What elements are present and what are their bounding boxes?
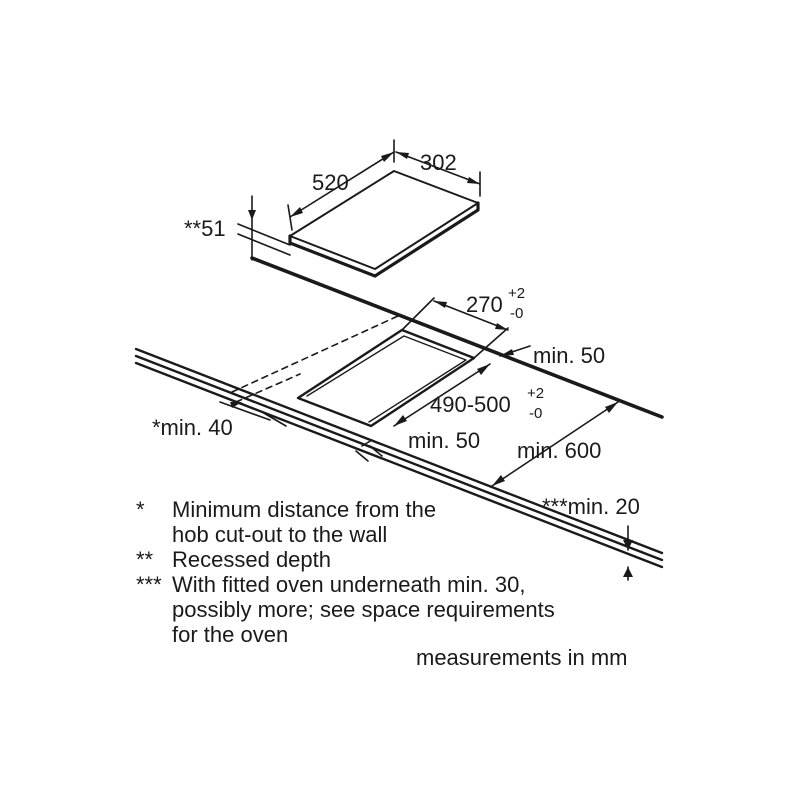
note-3-line-2: possibly more; see space requirements — [172, 597, 555, 622]
arrowhead-302-left — [396, 152, 409, 159]
worktop-back-edge — [250, 256, 664, 419]
label-cutout-width-tol-minus: -0 — [510, 305, 523, 322]
note-1-line-2: hob cut-out to the wall — [172, 522, 388, 547]
arrowhead-thickness-top — [623, 540, 633, 550]
label-front-gap: min. 50 — [408, 428, 480, 453]
recess-ext-bottom — [237, 233, 291, 256]
note-1-line-1: Minimum distance from the — [172, 497, 437, 522]
label-hob-depth: 520 — [312, 170, 349, 195]
dim-520-ext-left — [287, 204, 293, 231]
arrowhead-wall-gap — [230, 402, 242, 408]
label-cutout-depth: 490-500 — [430, 392, 511, 417]
dim-front-gap-line — [361, 439, 373, 447]
arrowhead-490-bottom — [394, 415, 407, 426]
dim-wall-gap-tick — [261, 411, 287, 427]
dim-270-ext-left — [401, 297, 435, 331]
label-hob-width: 302 — [420, 150, 457, 175]
note-3-line-1: With fitted oven underneath min. 30, — [172, 572, 526, 597]
note-3-line-3: for the oven — [172, 622, 289, 647]
arrowhead-520-right — [381, 152, 394, 162]
dim-wall-gap-line — [219, 401, 271, 421]
note-marker-3: *** — [136, 572, 162, 597]
dim-side-gap-line — [491, 401, 619, 487]
worktop-front-edge-bottom — [134, 354, 664, 562]
note-marker-2: ** — [136, 547, 154, 572]
worktop-front-edge-lower — [134, 361, 664, 569]
dim-520-line — [289, 151, 395, 218]
arrowhead-thickness-bottom — [623, 567, 633, 577]
label-cutout-depth-tol-minus: -0 — [529, 405, 542, 422]
recess-ext-top — [237, 223, 291, 246]
label-wall-gap: *min. 40 — [152, 415, 233, 440]
dim-490-line — [393, 363, 491, 427]
arrowhead-600-bottom — [492, 475, 505, 486]
arrowhead-270-left — [434, 301, 447, 308]
dim-front-gap-tick2 — [369, 445, 383, 457]
arrowhead-back-gap — [500, 349, 514, 356]
dim-front-gap-tick1 — [355, 450, 369, 462]
arrowhead-270-right — [495, 323, 508, 330]
label-cutout-width: 270 — [466, 292, 503, 317]
label-cutout-width-tol-plus: +2 — [508, 285, 525, 302]
note-marker-1: * — [136, 497, 145, 522]
label-back-gap: min. 50 — [533, 343, 605, 368]
dim-302-line — [395, 151, 481, 185]
label-cutout-depth-tol-plus: +2 — [527, 385, 544, 402]
arrowhead-490-top — [477, 364, 490, 375]
dim-270-line — [433, 300, 509, 331]
label-worktop-thickness: ***min. 20 — [542, 494, 640, 519]
dashed-wall-line-bottom — [235, 373, 301, 403]
arrowhead-600-top — [605, 402, 618, 413]
arrowhead-recess-top — [248, 210, 256, 220]
arrowhead-520-left — [290, 207, 303, 217]
dashed-wall-line-top — [231, 315, 399, 393]
note-2-line-1: Recessed depth — [172, 547, 331, 572]
cutout-inner — [306, 335, 467, 423]
label-side-gap: min. 600 — [517, 438, 601, 463]
dim-270-ext-right — [473, 327, 509, 359]
arrowhead-302-right — [467, 177, 480, 184]
worktop-front-edge-top — [134, 347, 664, 555]
units-note: measurements in mm — [416, 645, 628, 670]
label-recess-depth: **51 — [184, 216, 226, 241]
hob-front-edge — [288, 201, 480, 278]
